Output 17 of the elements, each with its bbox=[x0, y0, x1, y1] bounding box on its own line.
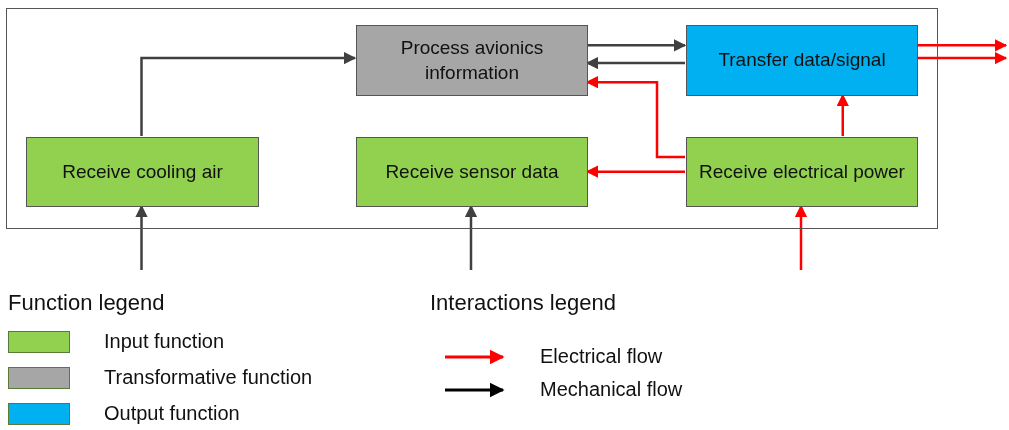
process-box: Receive sensor data bbox=[356, 137, 588, 207]
process-box: Transfer data/signal bbox=[686, 25, 918, 96]
arrow bbox=[917, 39, 1008, 52]
legend-heading: Function legend bbox=[8, 290, 165, 316]
legend-label: Electrical flow bbox=[540, 345, 663, 368]
arrow bbox=[587, 39, 687, 52]
legend-label: Mechanical flow bbox=[540, 378, 683, 401]
legend-heading: Interactions legend bbox=[430, 290, 616, 316]
process-box: Receive cooling air bbox=[26, 137, 259, 207]
process-box: Receive electrical power bbox=[686, 137, 918, 207]
system-boundary bbox=[6, 8, 938, 229]
process-box: Process avionics information bbox=[356, 25, 588, 96]
legend-label: Transformative function bbox=[104, 366, 313, 389]
arrow bbox=[917, 51, 1008, 65]
legend-label: Input function bbox=[104, 330, 225, 353]
legend-label: Output function bbox=[104, 402, 240, 425]
arrow bbox=[140, 51, 357, 136]
